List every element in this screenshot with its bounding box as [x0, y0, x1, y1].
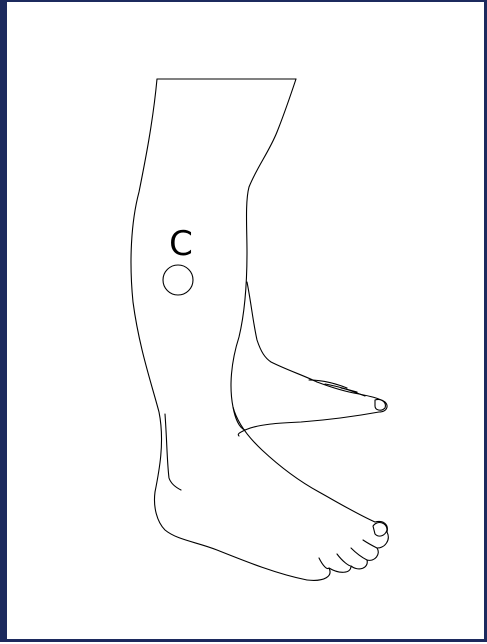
marker-circle — [163, 265, 193, 295]
rear-foot-sole — [238, 412, 379, 436]
leg-foot-illustration: C — [7, 2, 487, 644]
front-foot-toe-lines — [319, 540, 377, 569]
rear-leg-contour — [247, 282, 317, 382]
marker-label: C — [169, 224, 193, 264]
front-leg-back-contour — [131, 79, 307, 580]
rear-foot-top — [317, 382, 387, 412]
front-leg-shin-contour — [247, 79, 297, 252]
point-marker-c: C — [163, 224, 193, 295]
front-foot-top — [231, 252, 375, 522]
front-leg — [131, 79, 388, 580]
rear-foot-toenail — [375, 399, 385, 410]
front-foot-sole — [307, 521, 388, 580]
front-foot-toenail — [373, 523, 387, 537]
rear-leg — [233, 282, 387, 436]
front-leg-achilles-line — [165, 414, 181, 490]
rear-leg-heel — [233, 407, 245, 430]
